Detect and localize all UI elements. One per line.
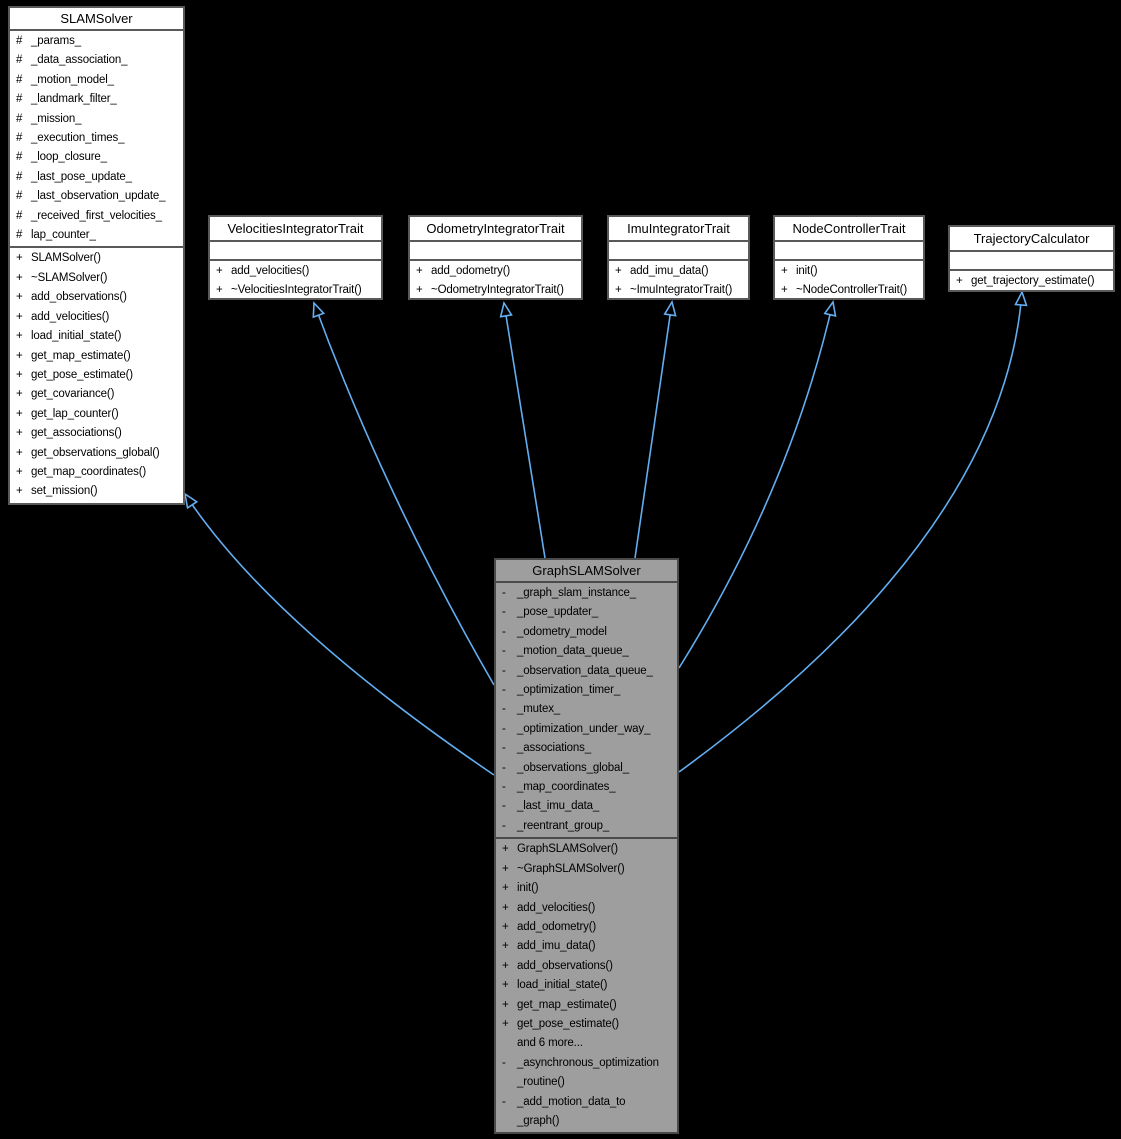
member-row: +add_odometry()	[416, 265, 511, 277]
member-row: +load_initial_state()	[502, 979, 608, 992]
class-attributes-section: -_graph_slam_instance_ -_pose_updater_ -_o…	[496, 581, 677, 837]
class-attributes-section	[410, 240, 581, 259]
member-row: +init()	[502, 882, 539, 895]
member-row: #_params_	[16, 35, 81, 47]
member-row: #_execution_times_	[16, 132, 125, 145]
class-title: OdometryIntegratorTrait	[426, 221, 565, 236]
class-attributes-section: #_params_ #_data_association_ #_motion_mod…	[10, 29, 183, 246]
member-row: -_asynchronous_optimization _routine()	[502, 1056, 659, 1089]
class-box-trajectorycalculator[interactable]: TrajectoryCalculator +get_trajectory_est…	[948, 225, 1115, 292]
class-methods-section: +add_odometry() +~OdometryIntegratorTrait…	[410, 259, 581, 298]
member-row: -_map_coordinates_	[502, 781, 616, 794]
class-attributes-section	[210, 240, 381, 259]
member-row: +set_mission()	[16, 485, 98, 498]
member-row: +get_pose_estimate()	[502, 1017, 619, 1030]
class-box-graphslamsolver[interactable]: GraphSLAMSolver -_graph_slam_instance_-_…	[494, 558, 679, 1135]
member-row: +add_observations()	[16, 291, 127, 304]
member-row: +get_map_estimate()	[502, 998, 617, 1011]
class-methods-section: +add_imu_data() +~ImuIntegratorTrait()	[609, 259, 748, 298]
member-row: +~SLAMSolver()	[16, 271, 108, 284]
member-row: -_graph_slam_instance_	[502, 587, 636, 599]
member-row: -_associations_	[502, 742, 591, 755]
member-row: +get_covariance()	[16, 388, 115, 401]
class-methods-section: +SLAMSolver() +~SLAMSolver() +add_observat…	[10, 246, 183, 502]
member-row: -_motion_data_queue_	[502, 645, 629, 658]
member-row: +add_imu_data()	[502, 940, 596, 953]
member-row: +~GraphSLAMSolver()	[502, 862, 625, 875]
class-box-nodecontrollertrait[interactable]: NodeControllerTrait +init() +~NodeControl…	[773, 215, 925, 300]
class-attributes-section	[775, 240, 923, 259]
inheritance-arrow-velocitiesintegratortrait	[314, 303, 495, 686]
member-row: +get_observations_global()	[16, 446, 160, 459]
class-attributes-section	[609, 240, 748, 259]
class-box-odometryintegratortrait[interactable]: OdometryIntegratorTrait +add_odometry()+…	[408, 215, 583, 300]
member-row: +~OdometryIntegratorTrait()	[416, 284, 564, 297]
member-row: -_odometry_model	[502, 625, 607, 638]
member-row: +~ImuIntegratorTrait()	[615, 284, 733, 297]
member-row: +add_velocities()	[216, 265, 310, 277]
member-row: #_last_pose_update_	[16, 170, 132, 183]
member-row: #_received_first_velocities_	[16, 209, 162, 222]
member-row: #_motion_model_	[16, 73, 114, 86]
class-title: TrajectoryCalculator	[973, 231, 1090, 246]
member-row: +SLAMSolver()	[16, 252, 101, 265]
inheritance-arrow-imuintegratortrait	[634, 302, 672, 559]
member-row: #_last_observation_update_	[16, 190, 166, 203]
inheritance-arrow-trajectorycalculator	[678, 292, 1022, 773]
inheritance-arrow-slamsolver	[185, 494, 495, 776]
member-row: +init()	[781, 265, 818, 277]
member-row: #_data_association_	[16, 54, 128, 67]
member-row: +add_velocities()	[502, 901, 596, 914]
member-row: +add_velocities()	[16, 310, 110, 323]
member-row: +GraphSLAMSolver()	[502, 843, 618, 856]
member-row: +get_trajectory_estimate()	[956, 275, 1095, 287]
member-row: #_mission_	[16, 112, 82, 125]
inheritance-arrow-nodecontrollertrait	[678, 302, 833, 669]
class-box-imuintegratortrait[interactable]: ImuIntegratorTrait +add_imu_data() +~ImuI…	[607, 215, 750, 300]
member-row: -_add_motion_data_to _graph()	[502, 1095, 626, 1127]
class-attributes-section	[950, 250, 1113, 269]
class-title: GraphSLAMSolver	[532, 563, 641, 578]
class-methods-section: +GraphSLAMSolver() +~GraphSLAMSolver() +in…	[496, 837, 677, 1132]
member-row: +add_observations()	[502, 959, 613, 972]
member-row: and 6 more...	[517, 1037, 583, 1050]
class-methods-section: +add_velocities() +~VelocitiesIntegratorT…	[210, 259, 381, 298]
class-methods-section: +get_trajectory_estimate()	[950, 269, 1113, 290]
member-row: -_last_imu_data_	[502, 800, 600, 813]
member-row: +get_map_estimate()	[16, 349, 131, 362]
member-row: +get_map_coordinates()	[16, 465, 147, 478]
member-row: -_observation_data_queue_	[502, 664, 653, 677]
member-row: +load_initial_state()	[16, 330, 122, 343]
member-row: +get_lap_counter()	[16, 407, 119, 420]
member-row: +get_pose_estimate()	[16, 368, 133, 381]
member-row: -_optimization_timer_	[502, 684, 621, 697]
class-methods-section: +init() +~NodeControllerTrait()	[775, 259, 923, 298]
member-row: +add_imu_data()	[615, 265, 709, 277]
member-row: +add_odometry()	[502, 920, 597, 933]
class-title: NodeControllerTrait	[792, 221, 906, 236]
class-box-slamsolver[interactable]: SLAMSolver #_params_#_data_association_#…	[8, 6, 185, 505]
member-row: -_optimization_under_way_	[502, 722, 651, 735]
member-row: -_pose_updater_	[502, 606, 599, 619]
member-row: #_loop_closure_	[16, 151, 107, 164]
member-row: +get_associations()	[16, 427, 122, 440]
class-title: VelocitiesIntegratorTrait	[227, 221, 364, 236]
member-row: +~VelocitiesIntegratorTrait()	[216, 284, 362, 297]
member-row: #_landmark_filter_	[16, 93, 117, 106]
member-row: -_reentrant_group_	[502, 819, 610, 832]
member-row: #lap_counter_	[16, 229, 96, 242]
inheritance-arrow-odometryintegratortrait	[504, 303, 546, 559]
member-row: -_observations_global_	[502, 761, 629, 774]
class-title: SLAMSolver	[60, 11, 133, 26]
class-title: ImuIntegratorTrait	[627, 221, 730, 236]
class-box-velocitiesintegratortrait[interactable]: VelocitiesIntegratorTrait +add_velocitie…	[208, 215, 383, 300]
member-row: +~NodeControllerTrait()	[781, 284, 907, 297]
member-row: -_mutex_	[502, 703, 561, 716]
